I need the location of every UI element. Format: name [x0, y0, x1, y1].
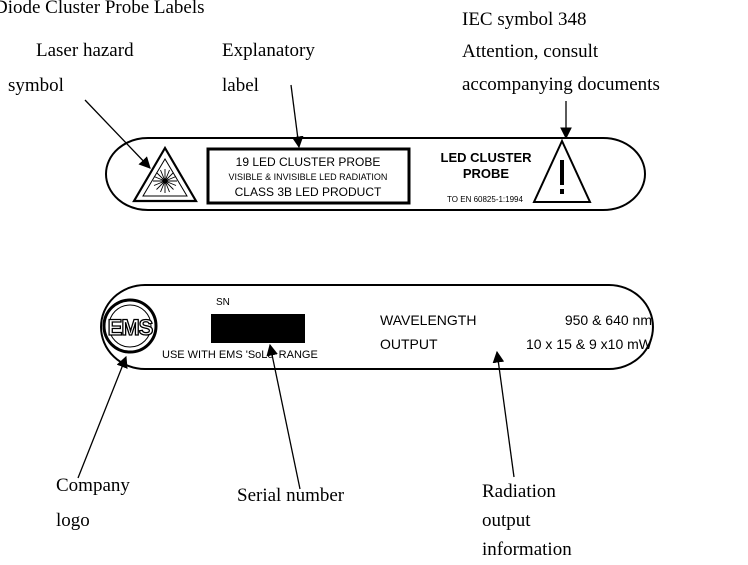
explanatory-box	[206, 147, 411, 205]
callout-radiation-line2: output	[482, 510, 531, 531]
wavelength-label: WAVELENGTH	[380, 312, 476, 328]
svg-text:Radiation output i: Radiation output information	[482, 481, 572, 560]
svg-text:IEC symbol 348 Attention: IEC symbol 348 Attention, consult accomp…	[462, 9, 660, 95]
attention-icon	[532, 138, 592, 203]
callout-explanatory-label: Explanatory label	[222, 40, 320, 96]
explanatory-line2: VISIBLE & INVISIBLE LED RADIATION	[229, 172, 388, 182]
page-heading: Diode Cluster Probe Labels	[0, 0, 205, 18]
output-label: OUTPUT	[380, 336, 438, 352]
serial-number-redaction	[211, 314, 305, 343]
arrow-serial-number	[266, 343, 301, 490]
callout-company-line1: Company	[56, 475, 130, 496]
callout-company-logo: Company logo	[56, 475, 135, 531]
callout-iec-line3: accompanying documents	[462, 74, 660, 95]
standard-text: TO EN 60825-1:1994	[447, 195, 523, 204]
callout-laser-hazard: Laser hazard symbol	[8, 40, 138, 96]
use-with-text: USE WITH EMS 'SoLo' RANGE	[162, 349, 318, 361]
bottom-label-outline	[100, 284, 654, 370]
callout-serial-number: Serial number	[237, 485, 345, 506]
product-name-line1: LED CLUSTER	[441, 150, 533, 165]
svg-text:Laser hazard symbol: Laser hazard symbol	[8, 40, 138, 96]
top-label: 19 LED CLUSTER PROBE VISIBLE & INVISIBLE…	[105, 137, 646, 211]
laser-hazard-icon	[132, 145, 198, 203]
ems-logo-text: EMS	[108, 315, 153, 340]
product-name-line2: PROBE	[463, 166, 510, 181]
callout-iec-line1: IEC symbol 348	[462, 9, 587, 30]
svg-text:Explanatory label: Explanatory label	[222, 40, 320, 96]
top-label-outline	[105, 137, 646, 211]
arrow-explanatory	[290, 84, 304, 149]
output-value: 10 x 15 & 9 x10 mW	[526, 336, 653, 352]
ems-logo: EMS	[102, 298, 158, 354]
arrow-company-logo	[77, 355, 128, 479]
callout-company-line2: logo	[56, 510, 90, 531]
callout-explanatory-line1: Explanatory	[222, 40, 315, 61]
callout-laser-hazard-line1: Laser hazard	[36, 40, 134, 61]
callout-radiation-line1: Radiation	[482, 481, 556, 502]
explanatory-line1: 19 LED CLUSTER PROBE	[236, 155, 381, 169]
bottom-label: EMS SN USE WITH EMS 'SoLo' RANGE WAVELEN…	[100, 284, 654, 370]
callout-explanatory-line2: label	[222, 75, 259, 96]
arrow-radiation-output	[492, 350, 515, 478]
arrow-laser-hazard	[84, 99, 151, 169]
wavelength-value: 950 & 640 nm	[565, 312, 652, 328]
callout-iec-symbol: IEC symbol 348 Attention, consult accomp…	[462, 9, 660, 95]
callout-laser-hazard-line2: symbol	[8, 75, 64, 96]
explanatory-line3: CLASS 3B LED PRODUCT	[235, 185, 382, 199]
callout-radiation-line3: information	[482, 539, 572, 560]
svg-text:Company logo: Company logo	[56, 475, 135, 531]
sn-label: SN	[216, 297, 230, 308]
callout-iec-line2: Attention, consult	[462, 41, 599, 62]
callout-radiation-output: Radiation output information	[482, 481, 572, 560]
